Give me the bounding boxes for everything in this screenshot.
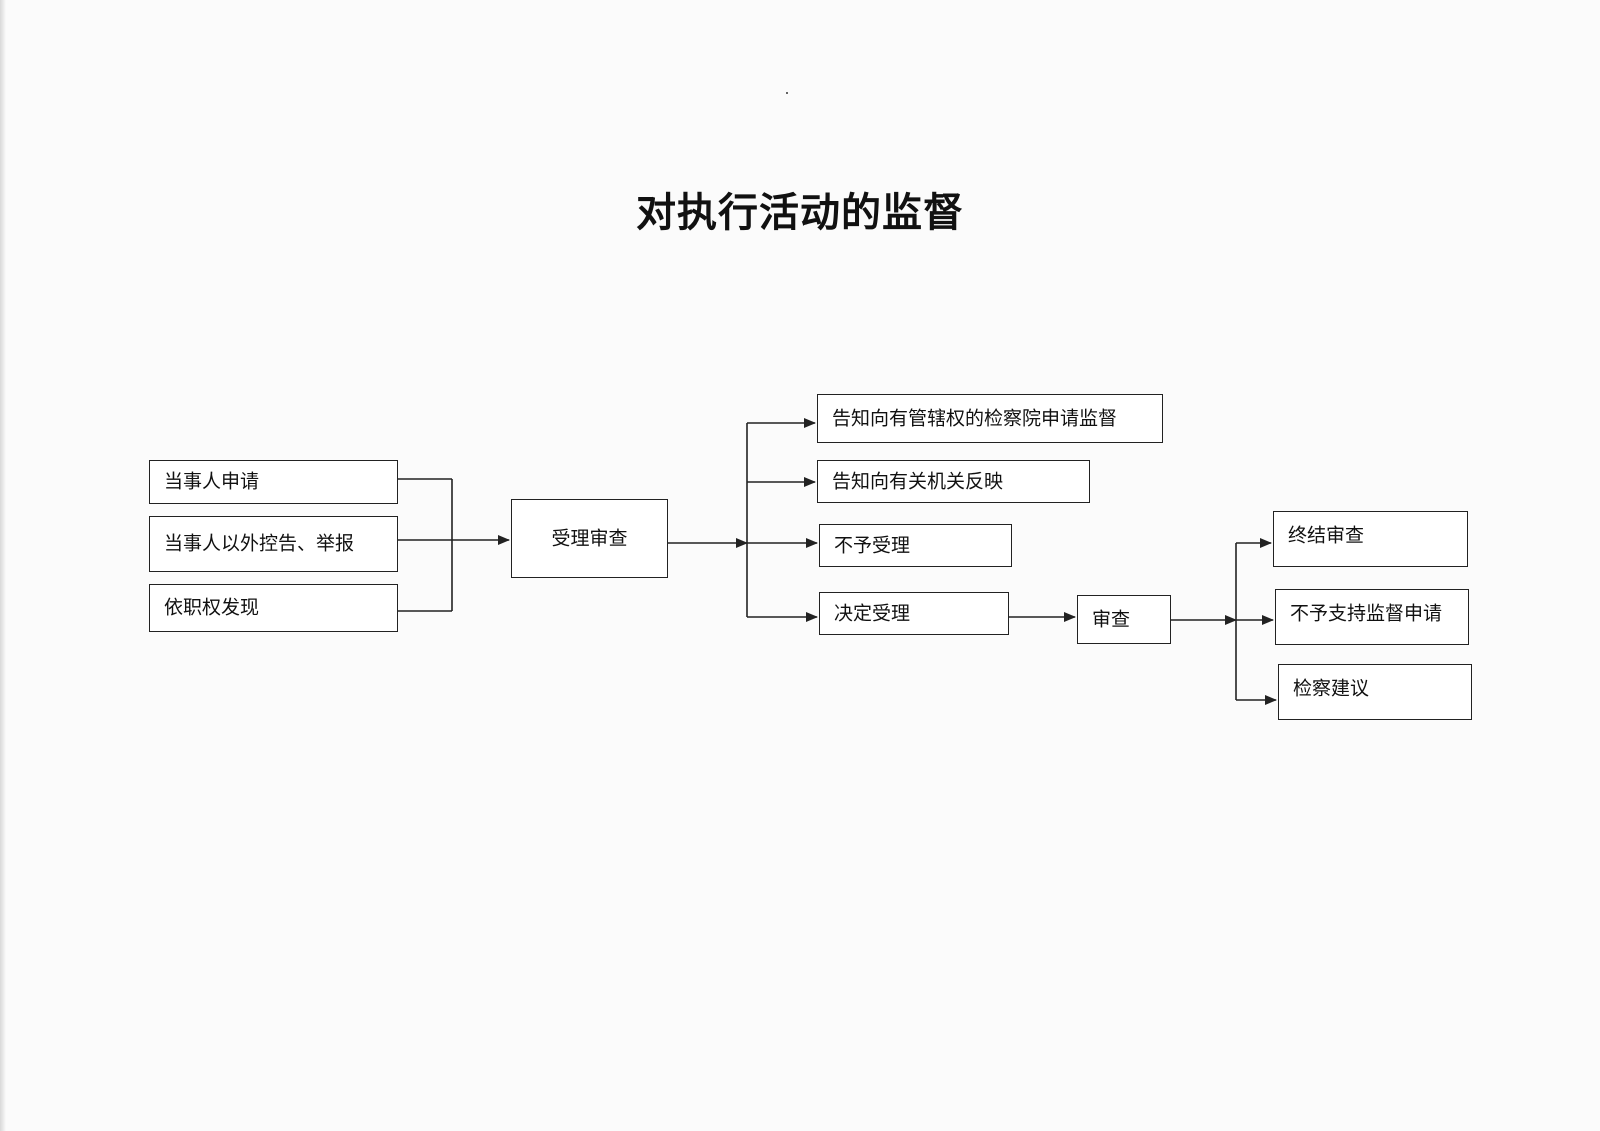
outcome-label: 告知向有管辖权的检察院申请监督 [832, 407, 1118, 429]
result-box-procuratorial-recommendation: 检察建议 [1278, 664, 1472, 720]
outcome-box-refer-to-relevant-authority: 告知向有关机关反映 [817, 460, 1090, 503]
scan-speck [786, 92, 788, 94]
source-box-party-application: 当事人申请 [149, 460, 398, 504]
review-box: 受理审查 [511, 499, 668, 578]
outcome-label: 决定受理 [834, 602, 911, 624]
result-box-terminate-review: 终结审查 [1273, 511, 1468, 567]
outcome-box-not-accepted: 不予受理 [819, 524, 1012, 567]
page-edge [0, 0, 6, 1131]
outcome-label: 不予受理 [834, 534, 911, 556]
source-box-third-party-report: 当事人以外控告、举报 [149, 516, 398, 572]
outcome-label: 告知向有关机关反映 [832, 470, 1004, 492]
diagram-title: 对执行活动的监督 [636, 189, 964, 236]
result-label: 检察建议 [1293, 677, 1370, 700]
review-label: 受理审查 [551, 527, 628, 549]
result-label: 不予支持监督申请 [1290, 602, 1443, 625]
source-box-ex-officio-discovery: 依职权发现 [149, 584, 398, 632]
result-box-reject-supervision-application: 不予支持监督申请 [1275, 589, 1469, 645]
examination-box: 审查 [1077, 595, 1171, 644]
source-label: 当事人申请 [164, 470, 260, 493]
outcome-box-refer-to-competent-procuratorate: 告知向有管辖权的检察院申请监督 [817, 394, 1163, 443]
outcome-box-accepted: 决定受理 [819, 592, 1009, 635]
source-label: 依职权发现 [164, 596, 260, 619]
result-label: 终结审查 [1288, 524, 1365, 547]
source-label: 当事人以外控告、举报 [164, 532, 355, 555]
examination-label: 审查 [1092, 608, 1131, 630]
